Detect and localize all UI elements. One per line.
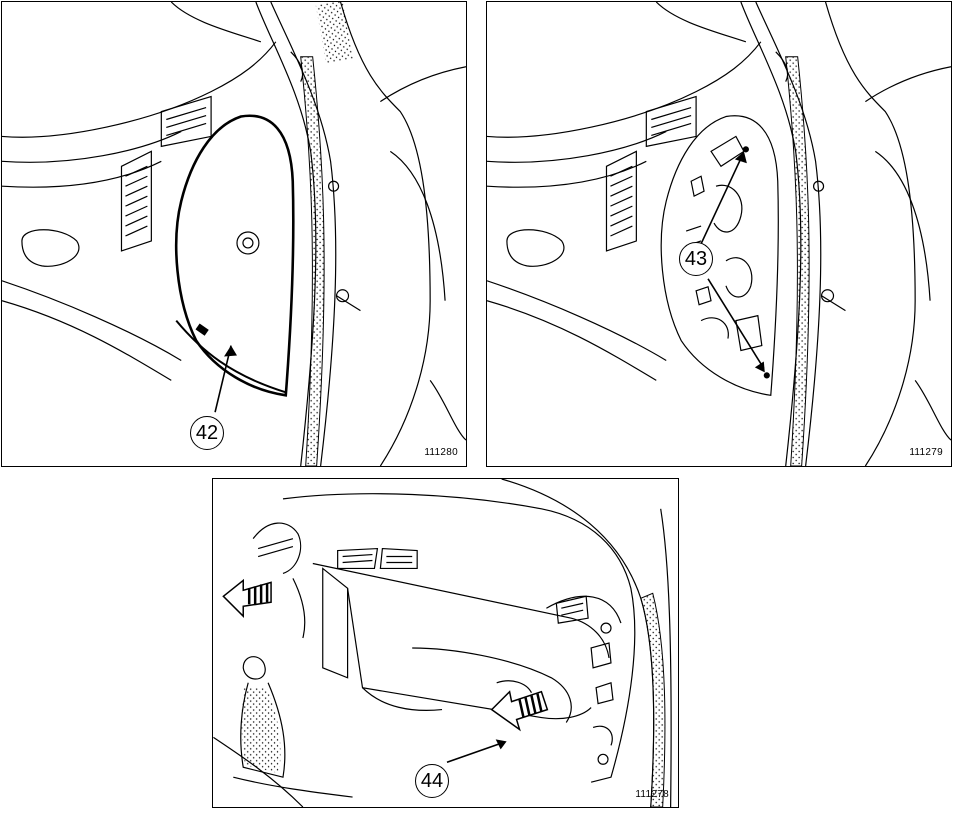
figure-number: 111279	[909, 447, 943, 458]
dashboard-fixing-screws-drawing	[487, 2, 951, 466]
removal-arrow-left	[222, 578, 272, 618]
figure-number: 111280	[424, 447, 458, 458]
panel-dashboard-removal: 44 111278	[212, 478, 679, 808]
panel-cover-removed: 43 111279	[486, 1, 952, 467]
dashboard-side-cover-drawing	[2, 2, 466, 466]
callout-44: 44	[415, 764, 449, 798]
removal-arrow-right	[490, 690, 549, 732]
gear-knob	[242, 656, 266, 680]
pointer-line-43-lower	[707, 278, 765, 369]
pointer-line-44	[446, 741, 504, 764]
air-vent-lower-left	[605, 150, 637, 252]
dashboard-removal-drawing	[213, 479, 672, 807]
air-vent-upper	[160, 95, 212, 148]
panel-side-cover: 42 111280	[1, 1, 467, 467]
side-cover-outline	[174, 114, 295, 397]
pointer-line-43-upper	[699, 155, 743, 247]
pointer-line-42	[214, 345, 232, 413]
callout-43: 43	[679, 242, 713, 276]
figure-number: 111278	[635, 789, 669, 800]
callout-42: 42	[190, 416, 224, 450]
air-vent-lower-left	[120, 150, 152, 252]
air-vent-upper	[645, 95, 697, 148]
